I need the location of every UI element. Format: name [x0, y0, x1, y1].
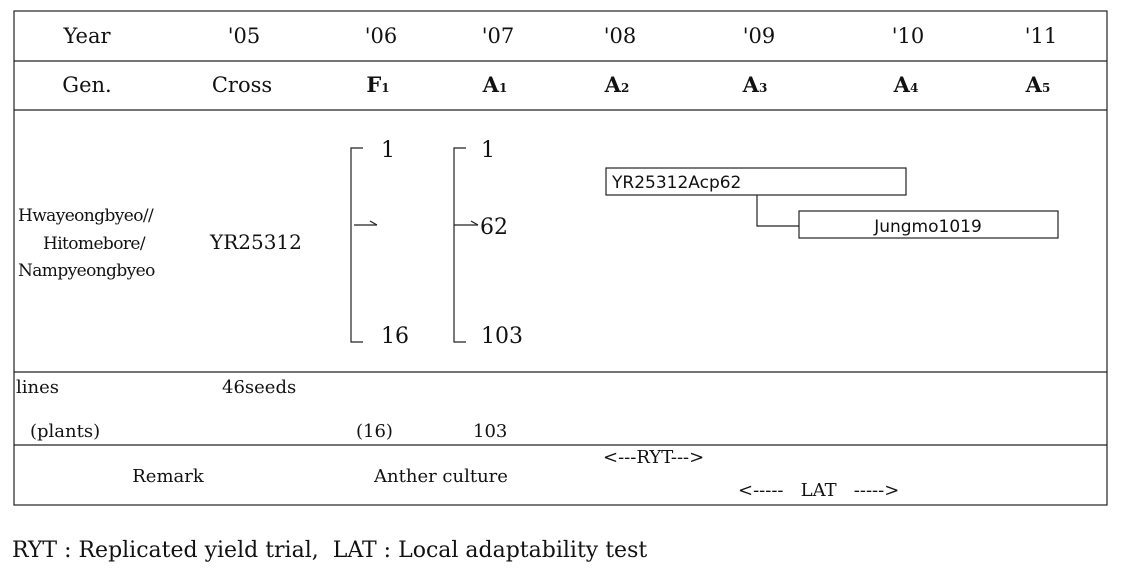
seeds-count: 46seeds — [222, 377, 296, 398]
lineage-connector — [756, 195, 799, 227]
gen-a5: A5 — [1025, 72, 1051, 97]
a1-bottom-number: 103 — [481, 324, 523, 349]
year-05: '05 — [228, 24, 261, 48]
selected-line-box — [605, 167, 907, 196]
gen-a1: A1 — [482, 72, 508, 97]
abbreviation-legend: RYT : Replicated yield trial, LAT : Loca… — [12, 538, 648, 563]
gen-f1: F1 — [366, 72, 389, 97]
remark-method: Anther culture — [373, 466, 508, 487]
year-label: Year — [62, 24, 111, 48]
a1-top-number: 1 — [481, 138, 495, 163]
selected-line-name: YR25312Acp62 — [611, 173, 741, 193]
gen-cross: Cross — [212, 73, 272, 97]
year-09: '09 — [743, 24, 776, 48]
generation-row: Gen. Cross F1 A1 A2 A3 A4 A5 — [62, 72, 1050, 97]
year-06: '06 — [365, 24, 398, 48]
variety-box — [798, 210, 1059, 239]
remark-section: Remark Anther culture <---RYT---> <-----… — [132, 447, 899, 501]
f1-plants-count: (16) — [356, 421, 393, 442]
gen-label: Gen. — [62, 73, 111, 97]
a1-mid-number: 62 — [480, 215, 508, 240]
ryt-span: <---RYT---> — [603, 447, 704, 468]
cross-name: YR25312 — [209, 230, 302, 254]
year-10: '10 — [892, 24, 925, 48]
lines-label: lines — [16, 377, 59, 398]
year-07: '07 — [482, 24, 515, 48]
table-frame — [13, 10, 1108, 506]
parent-line-2: Hitomebore/ — [43, 234, 146, 254]
pedigree-section: Hwayeongbyeo// Hitomebore/ Nampyeongbyeo… — [18, 138, 1059, 349]
a1-plants-count: 103 — [473, 421, 507, 442]
f1-top-number: 1 — [381, 138, 395, 163]
variety-name: Jungmo1019 — [873, 217, 982, 237]
a1-bracket — [453, 147, 479, 343]
plants-label: (plants) — [30, 421, 100, 442]
f1-bottom-number: 16 — [381, 324, 409, 349]
gen-a2: A2 — [604, 72, 630, 97]
remark-label: Remark — [132, 466, 205, 487]
parent-line-3: Nampyeongbyeo — [18, 261, 155, 281]
gen-a4: A4 — [893, 72, 919, 97]
year-row: Year '05 '06 '07 '08 '09 '10 '11 — [62, 24, 1057, 48]
parent-line-1: Hwayeongbyeo// — [18, 206, 154, 226]
counts-section: lines 46seeds (plants) (16) 103 — [16, 377, 507, 442]
gen-a3: A3 — [742, 72, 768, 97]
f1-bracket — [350, 147, 378, 343]
year-08: '08 — [604, 24, 637, 48]
year-11: '11 — [1025, 24, 1058, 48]
lat-span: <----- LAT -----> — [738, 480, 899, 501]
